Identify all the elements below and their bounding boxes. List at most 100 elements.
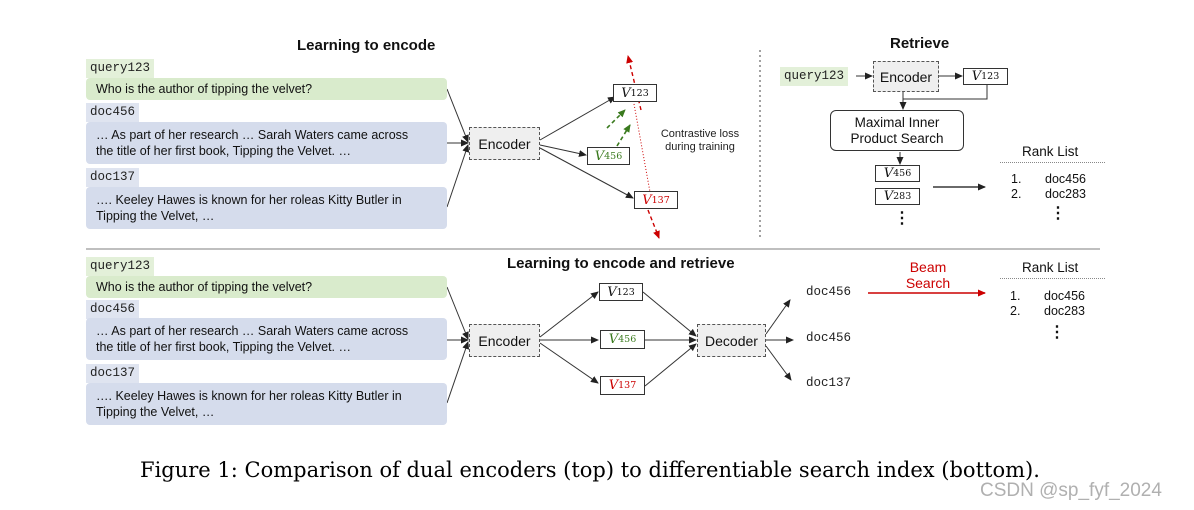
learning-to-encode-and-retrieve-title: Learning to encode and retrieve [507, 255, 735, 272]
query-box-bottom: Who is the author of tipping the velvet? [86, 276, 447, 298]
watermark: CSDN @sp_fyf_2024 [980, 480, 1162, 501]
contrastive-negative-arrow-down [647, 209, 660, 239]
arrow-encoder-to-v137-top [539, 147, 634, 199]
beam-line-1: Beam [909, 259, 947, 275]
rank-item-2-num-bottom: 2. [1010, 304, 1021, 318]
arrow-v123-to-decoder [642, 291, 697, 337]
encoder-label: Encoder [478, 332, 531, 349]
output-doc-2: doc456 [806, 331, 852, 345]
vector-subscript: 123 [616, 286, 635, 298]
decoder-box: Decoder [697, 324, 766, 357]
arrow-doc137-to-encoder-bottom [446, 341, 470, 404]
doc456-tag-bottom: doc456 [86, 300, 140, 319]
vector-subscript: 456 [893, 168, 912, 179]
vector-symbol: V [883, 189, 894, 204]
rank-list-underline-top [1000, 162, 1105, 163]
decoder-label: Decoder [705, 332, 758, 349]
arrow-v137-to-decoder [644, 343, 697, 387]
query-box-top: Who is the author of tipping the velvet? [86, 78, 447, 100]
rank-list-title-bottom: Rank List [1022, 260, 1079, 275]
rank-item-1-bottom: doc456 [1044, 289, 1086, 303]
doc456-box-top: … As part of her research … Sarah Waters… [86, 122, 447, 164]
vector-subscript: 283 [893, 191, 912, 202]
vector-subscript: 137 [651, 194, 670, 206]
mips-line-2: Product Search [850, 130, 944, 146]
mips-line-1: Maximal Inner [854, 114, 940, 130]
rank-list-title-top: Rank List [1022, 144, 1079, 159]
vector-ellipsis: ⋮ [894, 210, 910, 227]
rank-list-ellipsis-top: ⋮ [1050, 205, 1066, 222]
arrow-encoder-to-v123-top [539, 96, 616, 141]
encoder-box-top: Encoder [469, 127, 540, 160]
encoder-box-retrieve: Encoder [873, 61, 939, 92]
doc456-line-1: … As part of her research … Sarah Waters… [96, 324, 409, 338]
arrow-encoder-to-v456-top [539, 144, 587, 157]
query-text: Who is the author of tipping the velvet? [96, 280, 313, 294]
rank-item-1-num-bottom: 1. [1010, 289, 1021, 303]
loss-line-2: during training [665, 141, 735, 153]
rank-item-1-top: doc456 [1045, 172, 1087, 186]
vector-symbol: V [621, 85, 631, 101]
encoder-box-bottom: Encoder [469, 324, 540, 357]
rank-item-2-bottom: doc283 [1044, 304, 1086, 318]
learning-to-encode-title: Learning to encode [297, 37, 436, 54]
vector-symbol: V [594, 148, 605, 164]
query-tag-bottom: query123 [86, 257, 155, 276]
doc456-line-1: … As part of her research … Sarah Waters… [96, 128, 409, 142]
encoder-label: Encoder [478, 135, 531, 152]
contrastive-dotted-link [633, 103, 651, 193]
doc456-tag-top: doc456 [86, 103, 140, 122]
retrieve-v123-return-line [903, 84, 988, 100]
query-text: Who is the author of tipping the velvet? [96, 82, 313, 96]
rank-item-2-num-top: 2. [1011, 187, 1022, 201]
vector-symbol: V [971, 69, 982, 84]
doc137-tag-top: doc137 [86, 168, 140, 187]
mips-box: Maximal Inner Product Search [830, 110, 964, 151]
vector-symbol: V [608, 332, 619, 347]
output-doc-1: doc456 [806, 285, 852, 299]
encoder-label: Encoder [879, 68, 933, 85]
doc137-line-2: Tipping the Velvet, … [96, 405, 215, 419]
query-tag-top: query123 [86, 59, 155, 78]
retrieve-query-tag: query123 [780, 67, 849, 86]
doc456-box-bottom: … As part of her research … Sarah Waters… [86, 318, 447, 360]
rank-list-ellipsis-bottom: ⋮ [1049, 324, 1065, 341]
vector-subscript: 137 [618, 380, 637, 391]
retrieve-title: Retrieve [890, 35, 950, 52]
vector-subscript: 456 [618, 334, 637, 345]
doc137-line-1: …. Keeley Hawes is known for her roleas … [96, 389, 402, 403]
doc137-line-2: Tipping the Velvet, … [96, 209, 215, 223]
vector-subscript: 123 [981, 71, 1000, 82]
output-doc-3: doc137 [806, 376, 852, 390]
doc137-box-top: …. Keeley Hawes is known for her roleas … [86, 187, 447, 229]
vector-symbol: V [607, 284, 617, 300]
arrow-query-to-encoder-bottom [446, 286, 469, 340]
loss-line-1: Contrastive loss [660, 128, 740, 140]
rank-list-underline-bottom [1000, 278, 1105, 279]
rank-item-1-num-top: 1. [1011, 172, 1022, 186]
beam-line-2: Search [905, 275, 951, 291]
contrastive-positive-arrow-2 [616, 124, 631, 147]
arrow-query-to-encoder-top [446, 88, 469, 143]
arrow-decoder-to-out3 [765, 345, 792, 381]
doc137-tag-bottom: doc137 [86, 364, 140, 383]
vector-subscript: 456 [604, 150, 623, 162]
doc456-line-2: the title of her first book, Tipping the… [96, 144, 351, 158]
arrow-doc137-to-encoder-top [446, 144, 470, 208]
vector-symbol: V [608, 378, 619, 393]
doc456-line-2: the title of her first book, Tipping the… [96, 340, 351, 354]
vector-subscript: 123 [630, 87, 649, 99]
arrow-decoder-to-out1 [765, 299, 791, 335]
figure-caption: Figure 1: Comparison of dual encoders (t… [140, 458, 1040, 482]
vector-symbol: V [883, 166, 894, 181]
